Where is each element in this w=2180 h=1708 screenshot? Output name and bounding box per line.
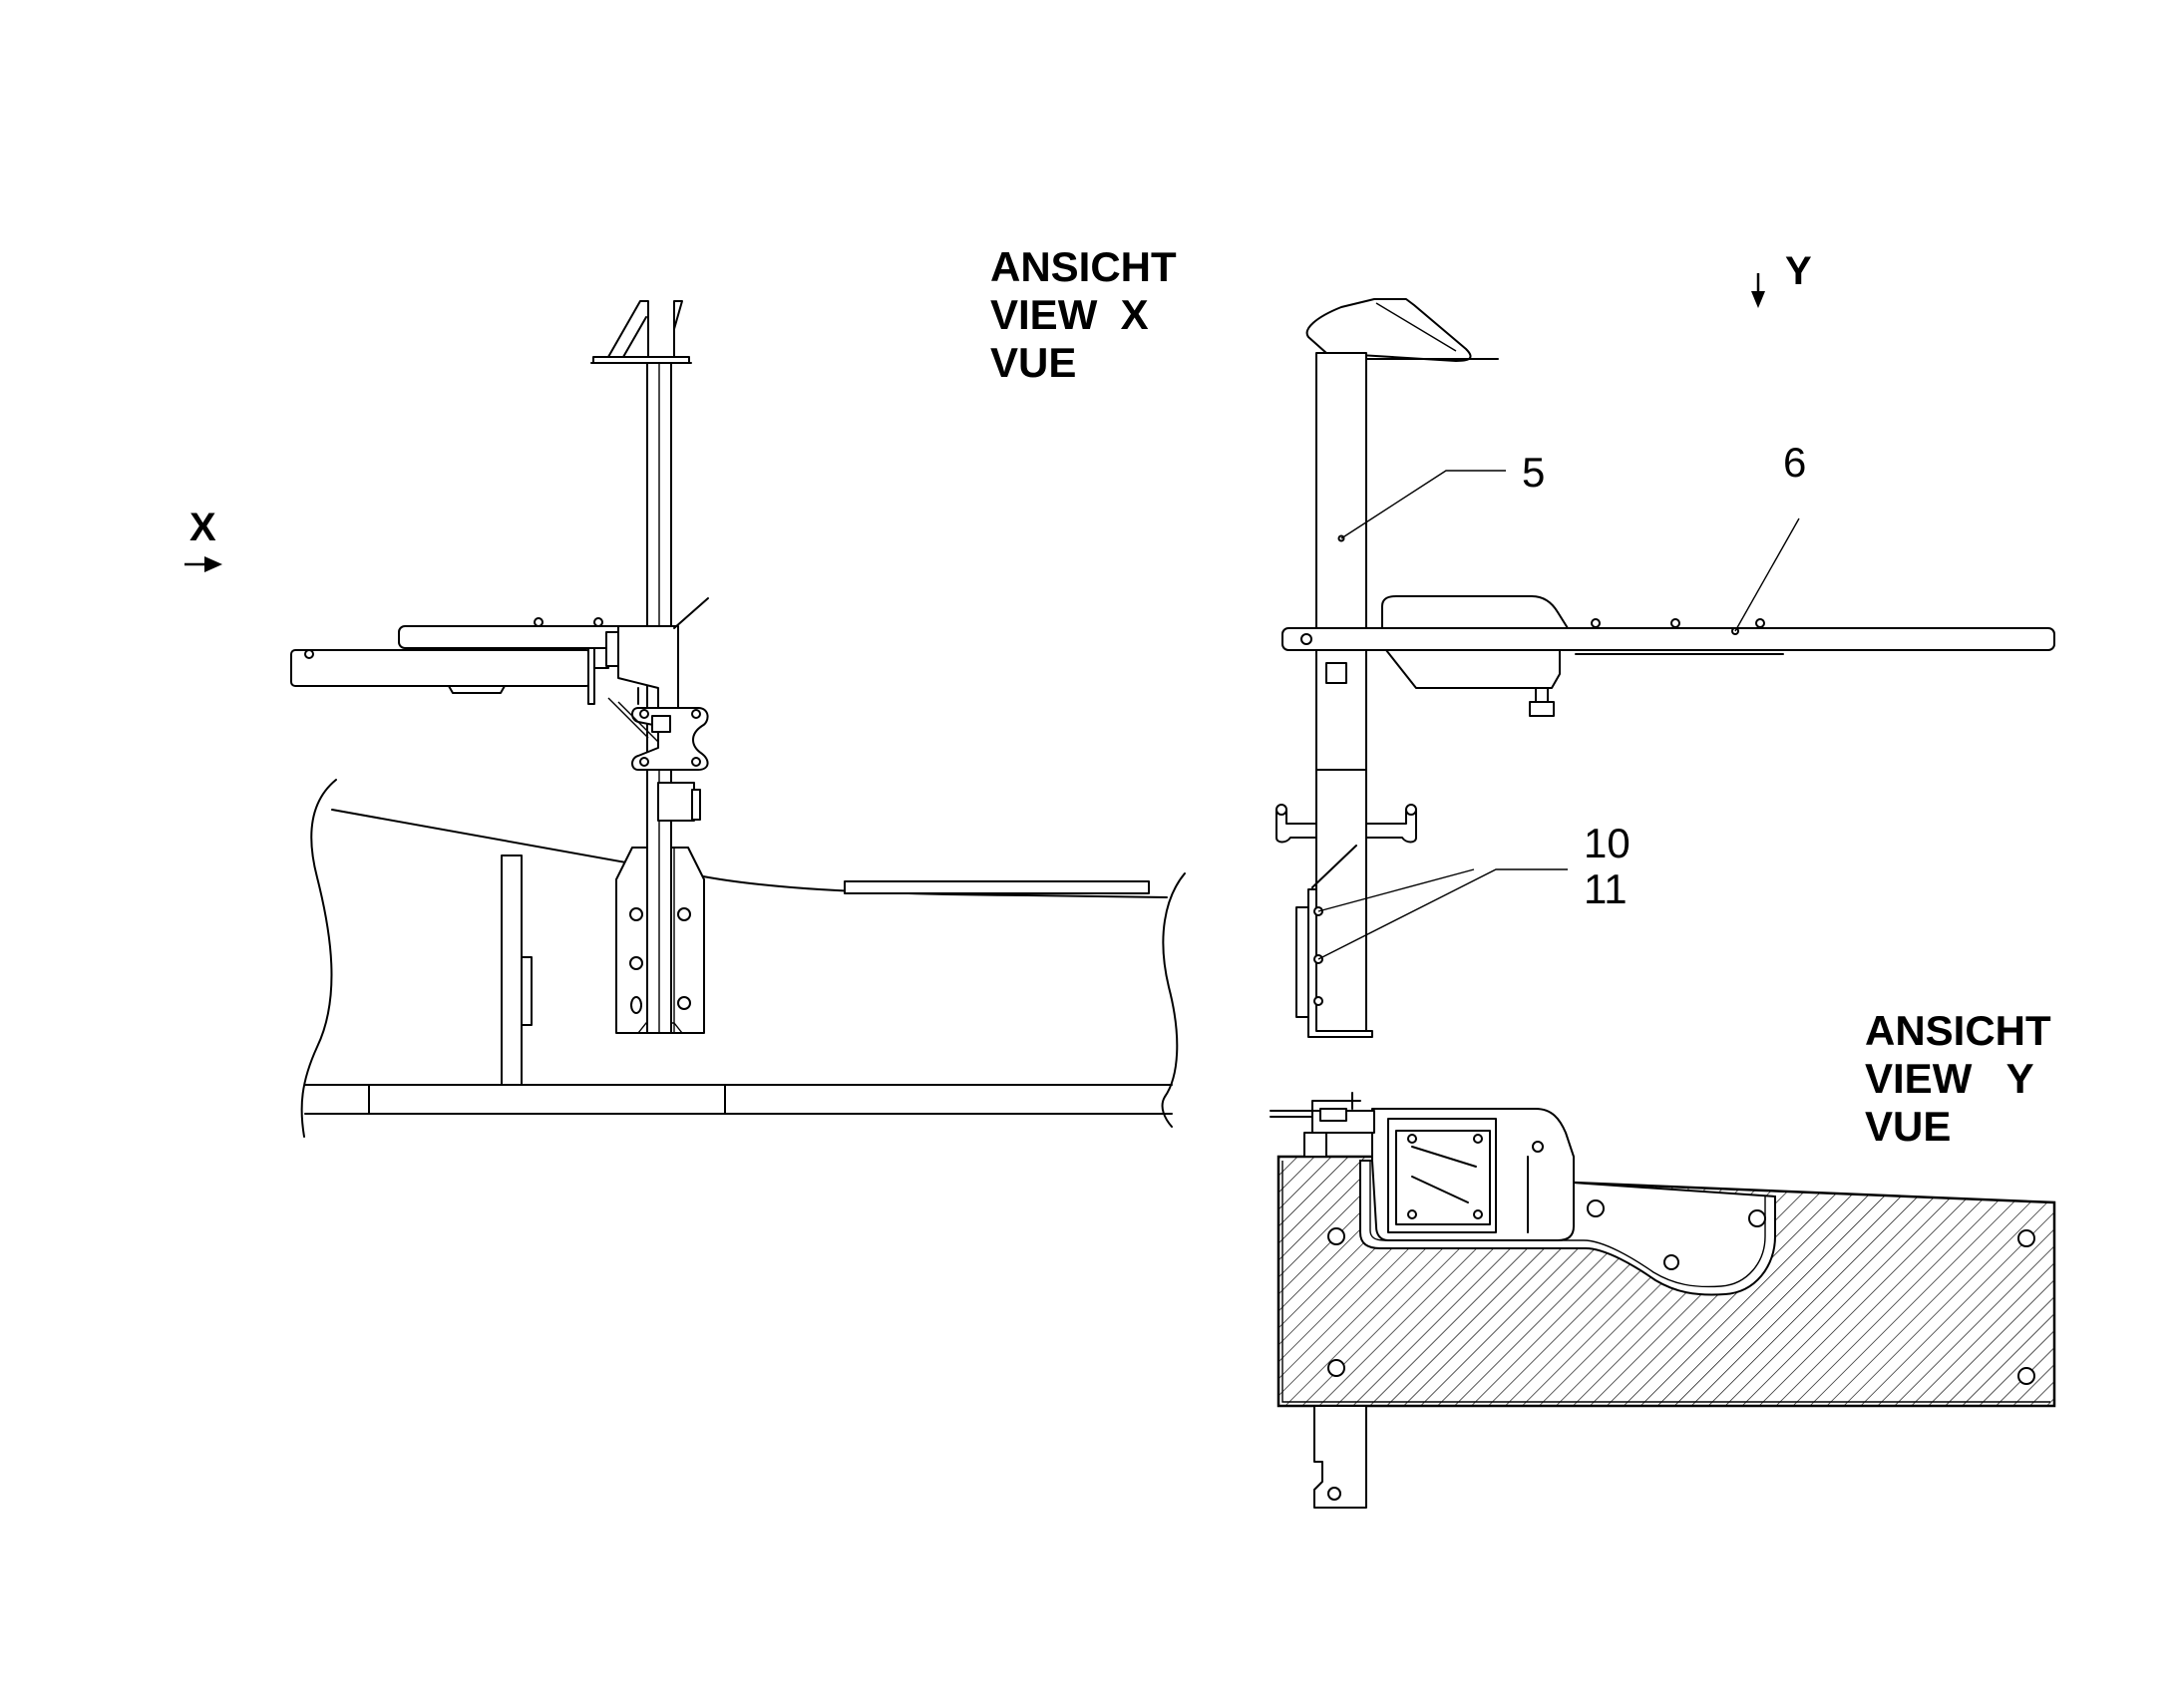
callout-11: 11 <box>1584 865 1628 912</box>
view-x-marker-label: X <box>189 506 216 549</box>
callout-6: 6 <box>1783 439 1806 486</box>
bolt <box>677 996 691 1010</box>
bolt <box>677 907 691 921</box>
callouts: 5 6 10 11 <box>1317 439 1806 960</box>
adjust-knob <box>1529 701 1555 717</box>
upper-arm <box>398 625 641 649</box>
table-left-break-line <box>300 779 337 1138</box>
callout-5: 5 <box>1522 449 1545 496</box>
post-cap <box>1305 298 1472 362</box>
view-y-marker: Y <box>1751 249 1812 308</box>
view-y-title: ANSICHT VIEW Y VUE <box>1865 1007 2051 1150</box>
motor-housing-bottom <box>1385 649 1561 689</box>
plate-leg <box>1313 1405 1367 1509</box>
plate-bolt <box>1327 1227 1345 1245</box>
arm-clamp <box>617 625 679 709</box>
view-x-title-line2: VIEW X <box>990 291 1149 338</box>
side-arm <box>1281 627 2055 651</box>
bolt <box>629 907 643 921</box>
view-y-title-line2: VIEW Y <box>1865 1055 2034 1102</box>
table-leg <box>501 854 523 1086</box>
plate-bolt <box>2017 1229 2035 1247</box>
plate-bolt <box>1748 1209 1766 1227</box>
plate-bolt <box>1663 1254 1679 1270</box>
bolt <box>629 956 643 970</box>
view-x-title-line1: ANSICHT <box>990 243 1177 290</box>
callout-leader-5 <box>1340 470 1506 539</box>
sensor-block <box>657 782 695 822</box>
table-top-edge <box>331 809 1168 898</box>
view-x-title-line3: VUE <box>990 339 1076 386</box>
plate-bolt <box>1587 1199 1605 1217</box>
post-clamp-right <box>1365 809 1417 844</box>
callout-leader-6 <box>1734 517 1800 632</box>
view-y-title-line3: VUE <box>1865 1103 1951 1150</box>
plate-bolt <box>1327 1359 1345 1377</box>
callout-leader-11 <box>1317 868 1568 960</box>
view-y-title-line1: ANSICHT <box>1865 1007 2051 1054</box>
base-bracket <box>1307 888 1373 1038</box>
top-bracket-gusset <box>607 300 649 358</box>
callout-10: 10 <box>1584 820 1631 866</box>
post-clamp-left <box>1275 809 1317 844</box>
view-x-arrow-head <box>204 556 222 572</box>
view-x-title: ANSICHT VIEW X VUE <box>990 243 1177 386</box>
table-right-break-line <box>1161 872 1186 1128</box>
motor-housing-top <box>1381 595 1569 629</box>
arm-foot <box>448 685 506 694</box>
view-y-marker-label: Y <box>1785 249 1812 293</box>
side-view-drawing <box>1275 298 2055 1038</box>
lower-arm <box>290 649 591 687</box>
table-plate <box>844 880 1150 894</box>
view-y-drawing <box>1270 1092 2056 1509</box>
plate-bolt <box>2017 1367 2035 1385</box>
view-x-drawing <box>290 300 1186 1138</box>
view-x-marker: X <box>184 506 222 572</box>
slot <box>630 996 642 1014</box>
callout-leader-10 <box>1317 868 1475 912</box>
view-y-arrow-head <box>1751 291 1765 308</box>
